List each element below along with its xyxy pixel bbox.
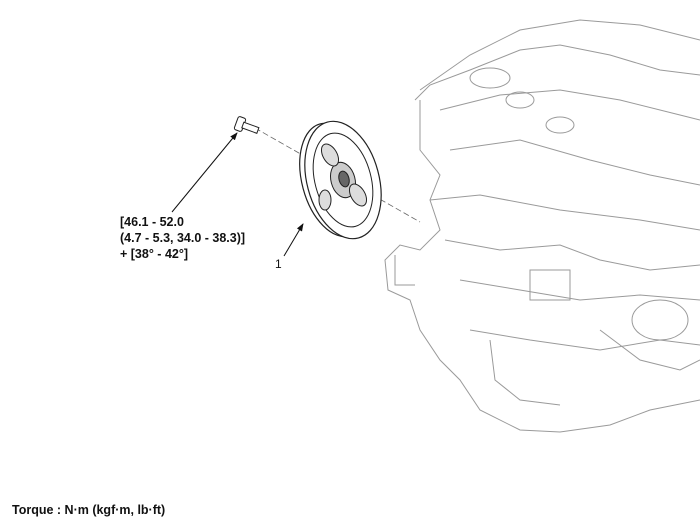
- crankshaft-pulley: [299, 120, 382, 240]
- torque-spec-line3: + [38° - 42°]: [120, 247, 189, 261]
- engine-block-outline: [384, 19, 700, 433]
- torque-spec-label: [46.1 - 52.0 (4.7 - 5.3, 34.0 - 38.3)] +…: [120, 214, 245, 262]
- pulley-bolt: [233, 116, 260, 134]
- torque-spec-line1: [46.1 - 52.0: [120, 215, 184, 229]
- callout-1: 1: [275, 257, 282, 271]
- pulley-leader-arrow: [283, 223, 304, 257]
- torque-units-footer: Torque : N·m (kgf·m, lb·ft): [12, 503, 166, 517]
- bolt-leader-arrow: [171, 132, 238, 213]
- torque-spec-line2: (4.7 - 5.3, 34.0 - 38.3)]: [120, 231, 246, 245]
